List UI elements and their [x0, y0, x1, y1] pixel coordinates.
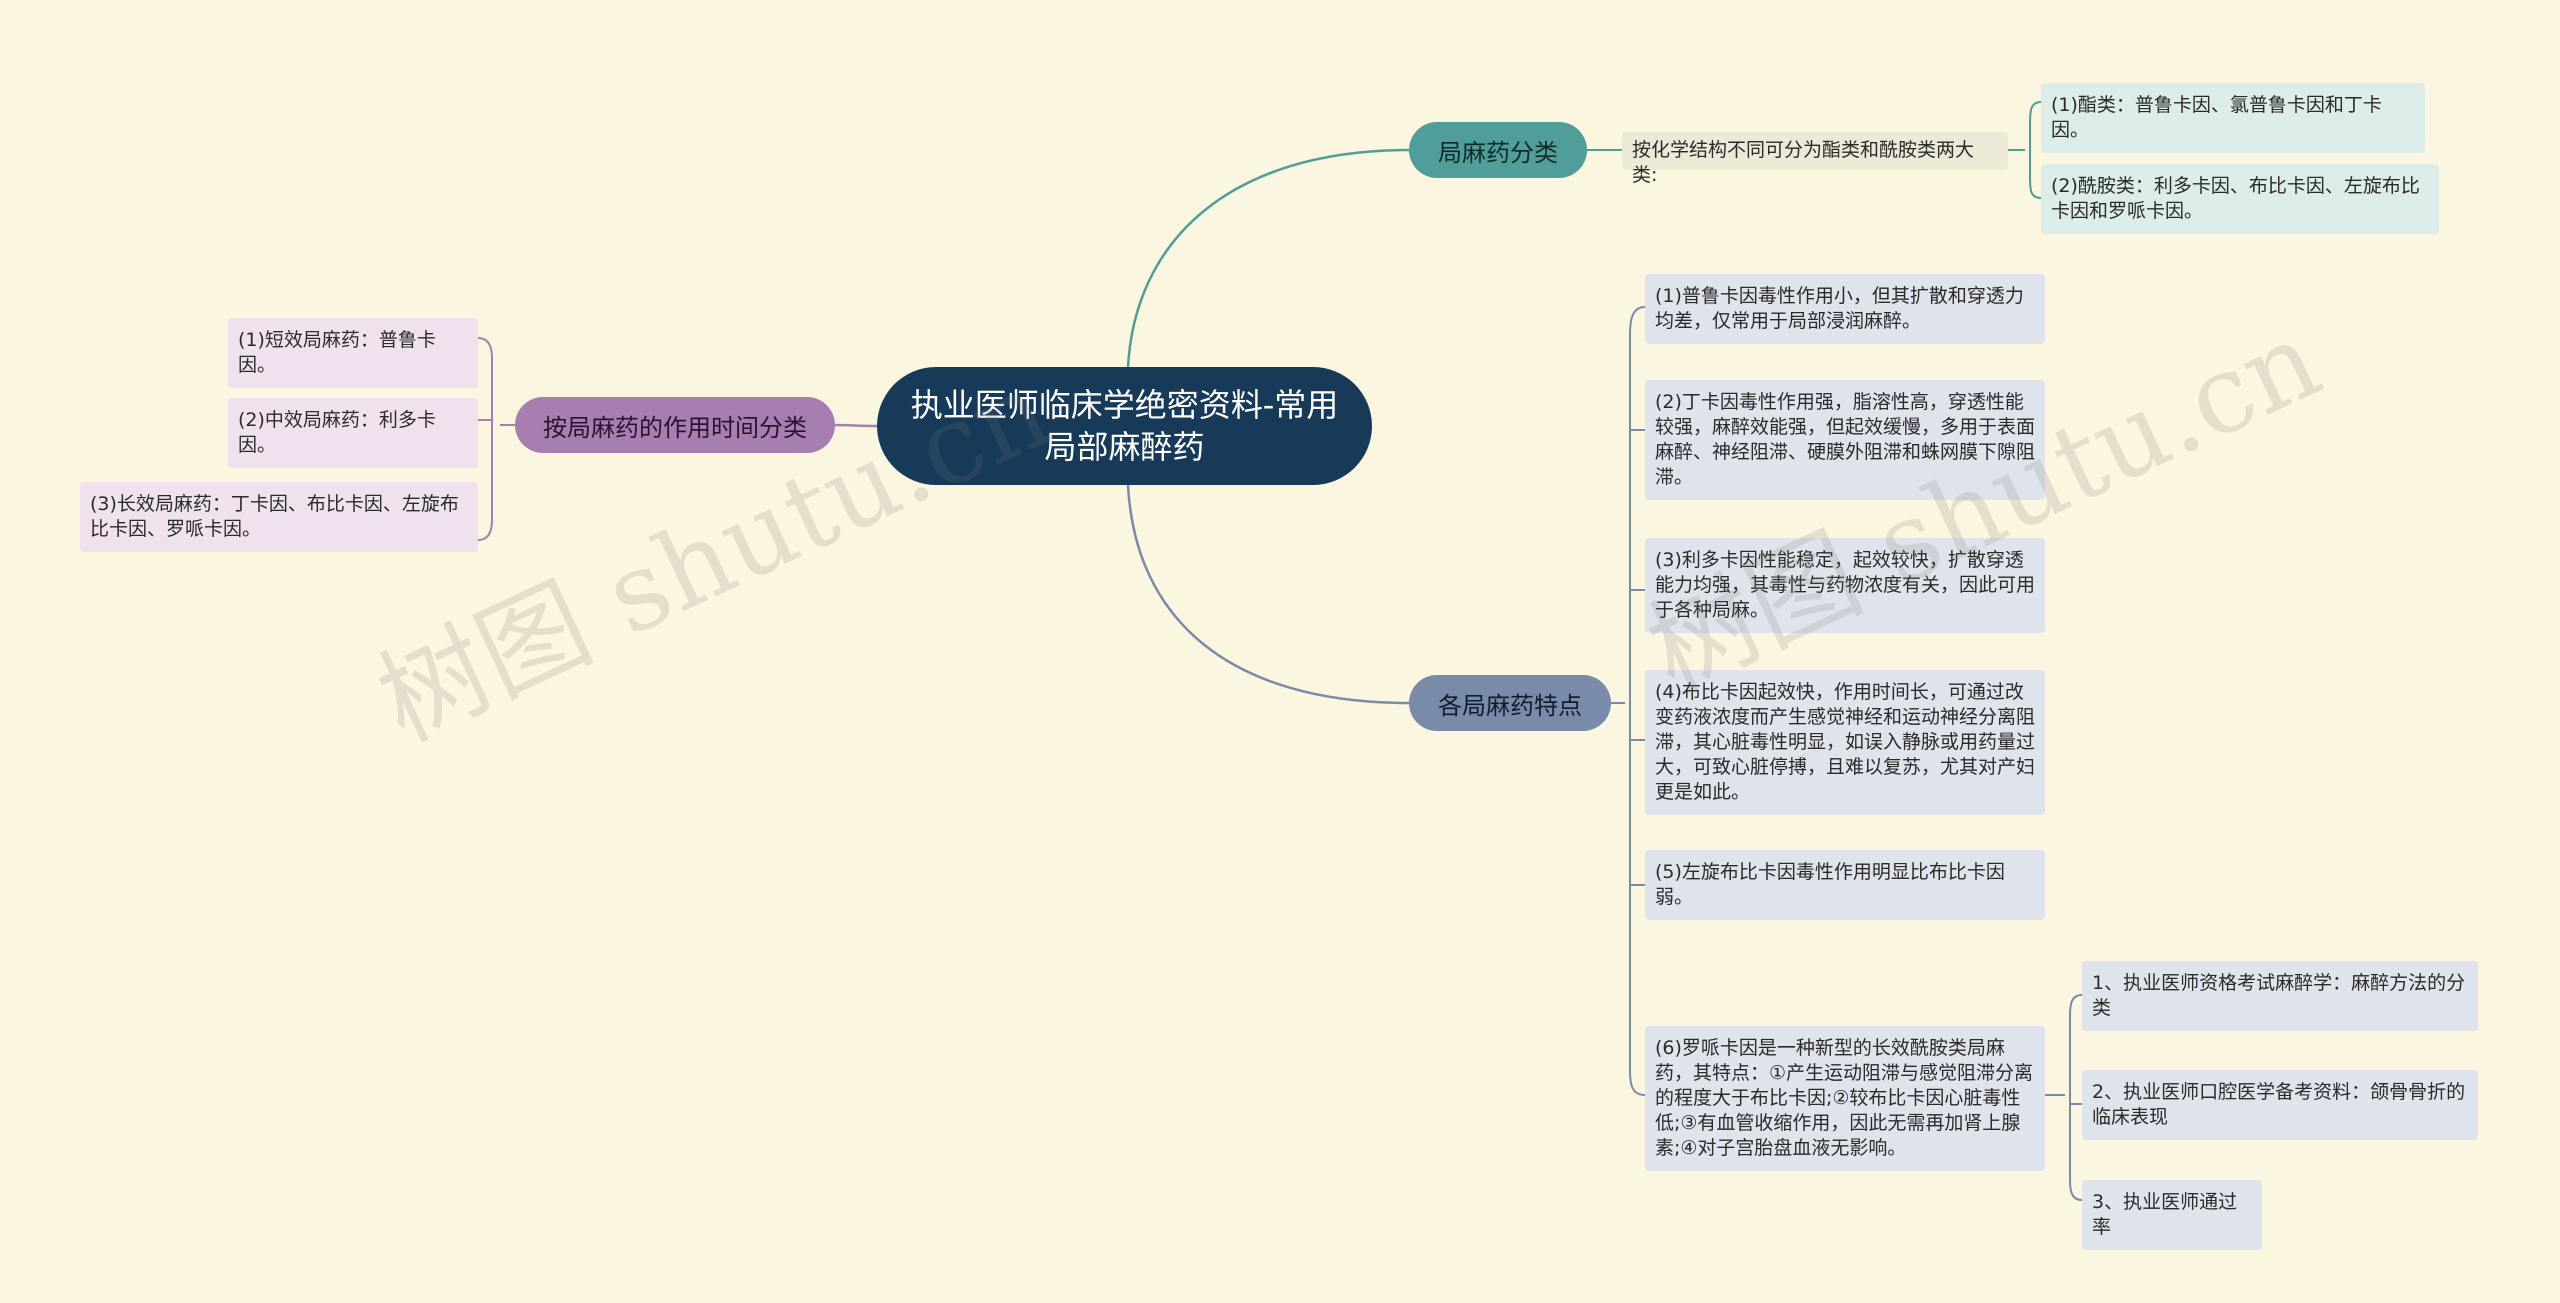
feature-procaine-node[interactable]: (1)普鲁卡因毒性作用小，但其扩散和穿透力均差，仅常用于局部浸润麻醉。: [1645, 274, 2045, 344]
branch-by-duration[interactable]: 按局麻药的作用时间分类: [515, 397, 835, 453]
link-time-bracket: [477, 337, 515, 541]
branch-local-anesthetic-classification[interactable]: 局麻药分类: [1409, 122, 1587, 178]
leaf-text: (5)左旋布比卡因毒性作用明显比布比卡因弱。: [1655, 861, 2005, 908]
leaf-text: (4)布比卡因起效快，作用时间长，可通过改变药液浓度而产生感觉神经和运动神经分离…: [1655, 681, 2036, 803]
feature-levobupivacaine-node[interactable]: (5)左旋布比卡因毒性作用明显比布比卡因弱。: [1645, 850, 2045, 920]
duration-long-node[interactable]: (3)长效局麻药：丁卡因、布比卡因、左旋布比卡因、罗哌卡因。: [80, 482, 478, 552]
leaf-text: (2)中效局麻药：利多卡因。: [238, 409, 436, 456]
related-link-jaw-fracture[interactable]: 2、执业医师口腔医学备考资料：颌骨骨折的临床表现: [2082, 1070, 2478, 1140]
leaf-text: 3、执业医师通过率: [2092, 1191, 2238, 1238]
duration-medium-node[interactable]: (2)中效局麻药：利多卡因。: [228, 398, 478, 468]
leaf-text: (6)罗哌卡因是一种新型的长效酰胺类局麻药，其特点：①产生运动阻滞与感觉阻滞分离…: [1655, 1037, 2034, 1159]
feature-bupivacaine-node[interactable]: (4)布比卡因起效快，作用时间长，可通过改变药液浓度而产生感觉神经和运动神经分离…: [1645, 670, 2045, 815]
related-link-anesthesia-methods[interactable]: 1、执业医师资格考试麻醉学：麻醉方法的分类: [2082, 961, 2478, 1031]
feature-ropivacaine-node[interactable]: (6)罗哌卡因是一种新型的长效酰胺类局麻药，其特点：①产生运动阻滞与感觉阻滞分离…: [1645, 1026, 2045, 1171]
leaf-text: 1、执业医师资格考试麻醉学：麻醉方法的分类: [2092, 972, 2466, 1019]
leaf-text: (3)长效局麻药：丁卡因、布比卡因、左旋布比卡因、罗哌卡因。: [90, 493, 459, 540]
feature-lidocaine-node[interactable]: (3)利多卡因性能稳定，起效较快，扩散穿透能力均强，其毒性与药物浓度有关，因此可…: [1645, 538, 2045, 633]
link-class-bracket: [2008, 101, 2042, 199]
link-related-bracket: [2045, 994, 2083, 1201]
feature-tetracaine-node[interactable]: (2)丁卡因毒性作用强，脂溶性高，穿透性能较强，麻醉效能强，但起效缓慢，多用于表…: [1645, 380, 2045, 500]
leaf-text: (1)普鲁卡因毒性作用小，但其扩散和穿透力均差，仅常用于局部浸润麻醉。: [1655, 285, 2024, 332]
leaf-text: (1)短效局麻药：普鲁卡因。: [238, 329, 436, 376]
related-link-pass-rate[interactable]: 3、执业医师通过率: [2082, 1180, 2262, 1250]
link-root-time: [834, 423, 878, 428]
leaf-text: 按化学结构不同可分为酯类和酰胺类两大类:: [1632, 139, 1975, 186]
branch-label: 按局麻药的作用时间分类: [543, 413, 807, 442]
leaf-text: (3)利多卡因性能稳定，起效较快，扩散穿透能力均强，其毒性与药物浓度有关，因此可…: [1655, 549, 2036, 621]
leaf-text: (2)酰胺类：利多卡因、布比卡因、左旋布比卡因和罗哌卡因。: [2051, 175, 2420, 222]
root-topic-label: 执业医师临床学绝密资料-常用局部麻醉药: [910, 386, 1339, 466]
link-features-bracket: [1611, 306, 1646, 1096]
class-amide-node[interactable]: (2)酰胺类：利多卡因、布比卡因、左旋布比卡因和罗哌卡因。: [2041, 164, 2439, 234]
link-root-features: [1126, 484, 1410, 705]
class-ester-node[interactable]: (1)酯类：普鲁卡因、氯普鲁卡因和丁卡因。: [2041, 83, 2425, 153]
link-root-class: [1126, 148, 1410, 368]
leaf-text: (1)酯类：普鲁卡因、氯普鲁卡因和丁卡因。: [2051, 94, 2382, 141]
leaf-text: (2)丁卡因毒性作用强，脂溶性高，穿透性能较强，麻醉效能强，但起效缓慢，多用于表…: [1655, 391, 2036, 488]
class-structure-node[interactable]: 按化学结构不同可分为酯类和酰胺类两大类:: [1622, 132, 2008, 186]
duration-short-node[interactable]: (1)短效局麻药：普鲁卡因。: [228, 318, 478, 388]
root-topic[interactable]: 执业医师临床学绝密资料-常用局部麻醉药: [877, 367, 1372, 485]
branch-anesthetic-features[interactable]: 各局麻药特点: [1409, 675, 1611, 731]
branch-label: 各局麻药特点: [1438, 691, 1582, 720]
branch-label: 局麻药分类: [1438, 138, 1558, 167]
leaf-text: 2、执业医师口腔医学备考资料：颌骨骨折的临床表现: [2092, 1081, 2466, 1128]
link-features-ticks: [1629, 429, 1645, 886]
